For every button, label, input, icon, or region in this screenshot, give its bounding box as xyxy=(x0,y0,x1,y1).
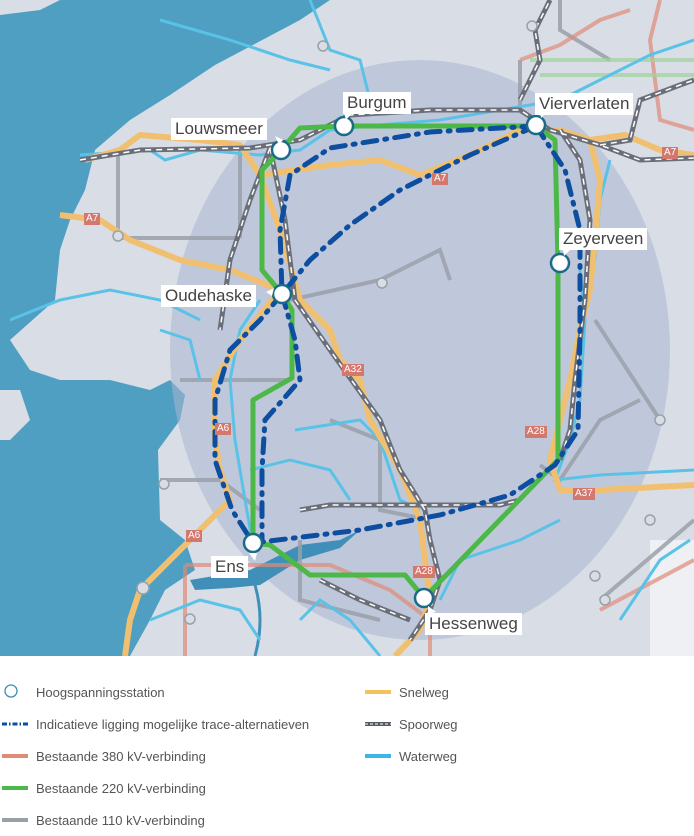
study-area xyxy=(170,60,670,640)
legend-label: Snelweg xyxy=(399,684,449,700)
road-label-a6-south: A6 xyxy=(186,530,203,542)
road-label-a7-east: A7 xyxy=(662,147,679,159)
legend-item-380kv: Bestaande 380 kV-verbinding xyxy=(2,746,206,766)
station-label-oudehaske: Oudehaske xyxy=(161,285,256,307)
road-label-a32: A32 xyxy=(342,364,364,376)
legend-item-220kv: Bestaande 220 kV-verbinding xyxy=(2,778,206,798)
road-label-a7-center: A7 xyxy=(432,173,449,185)
station-circle-icon xyxy=(2,682,28,702)
station-label-zeyerveen: Zeyerveen xyxy=(559,228,648,250)
legend-label: Indicatieve ligging mogelijke trace-alte… xyxy=(36,716,310,732)
station-label-vierverlaten: Vierverlaten xyxy=(535,93,634,115)
station-label-louwsmeer: Louwsmeer xyxy=(171,118,267,140)
blue-line-icon xyxy=(365,746,391,766)
map-legend: Hoogspanningsstation Indicatieve ligging… xyxy=(0,656,694,836)
road-label-a28-north: A28 xyxy=(525,426,547,438)
salmon-line-icon xyxy=(2,746,28,766)
legend-label: Bestaande 220 kV-verbinding xyxy=(36,780,206,796)
rail-line-icon xyxy=(365,714,391,734)
road-label-a6-north: A6 xyxy=(215,423,232,435)
legend-item-waterweg: Waterweg xyxy=(365,746,457,766)
power-line-map[interactable]: Louwsmeer Burgum Vierverlaten Zeyerveen … xyxy=(0,0,694,656)
yellow-line-icon xyxy=(365,682,391,702)
stations xyxy=(242,114,571,609)
legend-label: Waterweg xyxy=(399,748,458,764)
station-label-burgum: Burgum xyxy=(343,92,411,114)
road-label-a28-south: A28 xyxy=(413,566,435,578)
station-label-hessenweg: Hessenweg xyxy=(425,613,522,635)
road-label-a37: A37 xyxy=(573,488,595,500)
legend-item-snelweg: Snelweg xyxy=(365,682,449,702)
grey-line-icon xyxy=(2,810,28,830)
legend-label: Bestaande 110 kV-verbinding xyxy=(36,812,205,828)
legend-item-spoorweg: Spoorweg xyxy=(365,714,458,734)
legend-item-trace: Indicatieve ligging mogelijke trace-alte… xyxy=(2,714,309,734)
legend-item-station: Hoogspanningsstation xyxy=(2,682,165,702)
road-label-a7-west: A7 xyxy=(84,213,101,225)
sea-area xyxy=(0,0,330,656)
legend-label: Bestaande 380 kV-verbinding xyxy=(36,748,206,764)
station-label-ens: Ens xyxy=(211,556,249,578)
green-line-icon xyxy=(2,778,28,798)
dashdot-line-icon xyxy=(2,714,28,734)
legend-label: Spoorweg xyxy=(399,716,458,732)
legend-label: Hoogspanningsstation xyxy=(36,684,165,700)
trace-alternatives xyxy=(212,123,583,546)
legend-item-110kv: Bestaande 110 kV-verbinding xyxy=(2,810,205,830)
